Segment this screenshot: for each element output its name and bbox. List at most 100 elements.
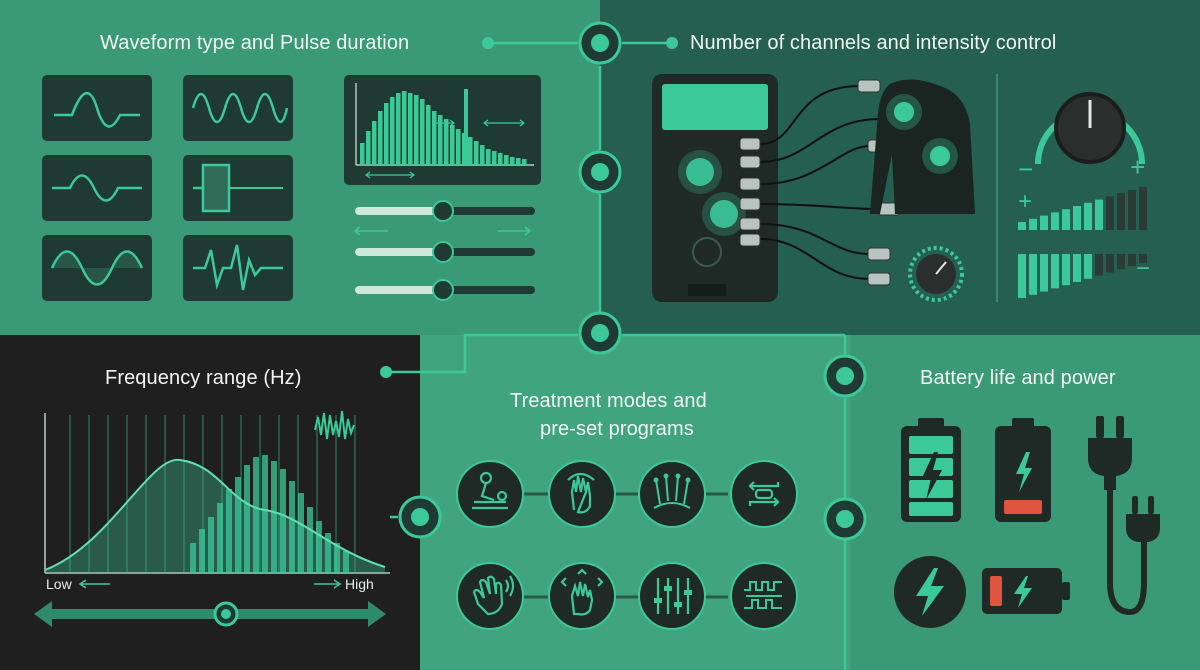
freq-bar <box>190 543 196 573</box>
ramp-up-bar <box>1073 206 1081 230</box>
channels-divider <box>996 74 998 302</box>
acupuncture-icon <box>653 473 691 509</box>
ramp-down-bar <box>1062 254 1070 286</box>
massage-icon <box>472 471 508 510</box>
pulse-bar <box>456 129 461 165</box>
ramp-up-bar <box>1095 199 1103 230</box>
pulse-marker <box>464 89 468 165</box>
freq-bar <box>316 521 322 573</box>
mode-hand-wave[interactable] <box>456 562 524 630</box>
lightning-badge <box>894 556 966 628</box>
pulse-bar <box>522 159 527 165</box>
ramp-down-bar <box>1128 254 1136 266</box>
spike-burst-icon <box>193 244 283 291</box>
slider-thumb-2 <box>432 241 454 263</box>
pulse-bar <box>366 131 371 165</box>
ramp-up-bar <box>1062 209 1070 230</box>
pulse-bar <box>492 151 497 165</box>
pulse-bar <box>504 155 509 165</box>
single-cycle-wave-icon <box>52 174 142 202</box>
freq-bar <box>262 455 268 573</box>
knob-plus-label: + <box>1130 152 1146 182</box>
square-pulse-icon <box>193 163 283 213</box>
pulse-sliders <box>353 200 535 301</box>
sine-wave-icon <box>54 92 140 128</box>
pulse-bar <box>486 149 491 165</box>
ramp-up-bar <box>1139 186 1147 230</box>
modes-heading-line1: Treatment modes and <box>510 390 707 412</box>
frequency-low-label: Low <box>46 576 72 592</box>
pulse-bar <box>450 125 455 165</box>
pulse-bar <box>414 95 419 165</box>
freq-bar <box>343 551 349 573</box>
ramp-up-bar <box>1051 212 1059 230</box>
single-cycle-box[interactable] <box>42 155 152 221</box>
slider-thumb-1 <box>432 200 454 222</box>
mode-acupuncture[interactable] <box>638 460 706 528</box>
ramp-down-bar <box>1139 254 1147 263</box>
freq-bar <box>289 481 295 573</box>
pulse-bar <box>438 115 443 165</box>
battery-heading: Battery life and power <box>920 367 1116 389</box>
pulse-signal-icon <box>744 581 782 609</box>
biphasic-sine-box[interactable] <box>183 75 293 141</box>
device-screen <box>662 84 768 130</box>
freq-bar <box>208 517 214 573</box>
freq-bar <box>199 529 205 573</box>
intensity-knob[interactable] <box>1020 74 1160 184</box>
power-plug-icon <box>1088 416 1160 616</box>
pulse-bar <box>474 141 479 165</box>
pulse-bar <box>426 105 431 165</box>
biphasic-sine-icon <box>191 92 289 124</box>
freq-bar <box>298 493 304 573</box>
mode-pulse-signal[interactable] <box>730 562 798 630</box>
torso-silhouette <box>870 79 975 214</box>
freq-bar <box>325 533 331 573</box>
intensity-ramp-down <box>1018 254 1147 298</box>
waveform-heading: Waveform type and Pulse duration <box>100 32 410 54</box>
modes-heading-line2: pre-set programs <box>540 418 694 440</box>
freq-bar <box>307 507 313 573</box>
freq-bar <box>217 503 223 573</box>
mode-massage[interactable] <box>456 460 524 528</box>
square-pulse-box[interactable] <box>183 155 293 221</box>
slider-thumb-3 <box>432 279 454 301</box>
mode-cycle-program[interactable] <box>730 460 798 528</box>
ramp-down-bar <box>1106 254 1114 273</box>
ramp-down-bar <box>1051 254 1059 289</box>
hand-wave-icon <box>472 575 515 616</box>
freq-bar <box>334 543 340 573</box>
pulse-bar <box>378 111 383 165</box>
ramp-up-bar <box>1018 222 1026 230</box>
ramp-up-bar <box>1106 196 1114 230</box>
mode-hand-expand[interactable] <box>548 562 616 630</box>
pulse-bar <box>480 145 485 165</box>
small-intensity-dial[interactable] <box>898 238 974 308</box>
frequency-chart <box>34 410 390 627</box>
ramp-down-bar <box>1018 254 1026 298</box>
pulse-bar <box>516 158 521 165</box>
pulse-bar <box>510 157 515 165</box>
modulated-sine-box[interactable] <box>42 235 152 301</box>
pulse-bar <box>384 103 389 165</box>
battery-charging-low-icon <box>982 568 1070 614</box>
ramp-down-bar <box>1095 254 1103 276</box>
spike-burst-box[interactable] <box>183 235 293 301</box>
pulse-bar <box>444 119 449 165</box>
intensity-ramp-up <box>1018 186 1147 230</box>
mode-sliders[interactable] <box>638 562 706 630</box>
sliders-icon <box>654 578 692 614</box>
ramp-up-bar <box>1117 193 1125 230</box>
freq-bar <box>235 477 241 573</box>
frequency-heading: Frequency range (Hz) <box>105 367 302 389</box>
pulse-bar <box>498 153 503 165</box>
sine-wave-box[interactable] <box>42 75 152 141</box>
pulse-bar <box>420 99 425 165</box>
ramp-down-bar <box>1029 254 1037 295</box>
freq-bar <box>244 465 250 573</box>
channels-heading: Number of channels and intensity control <box>690 32 1057 54</box>
mode-hand-touch[interactable] <box>548 460 616 528</box>
ramp-up-bar <box>1084 202 1092 230</box>
